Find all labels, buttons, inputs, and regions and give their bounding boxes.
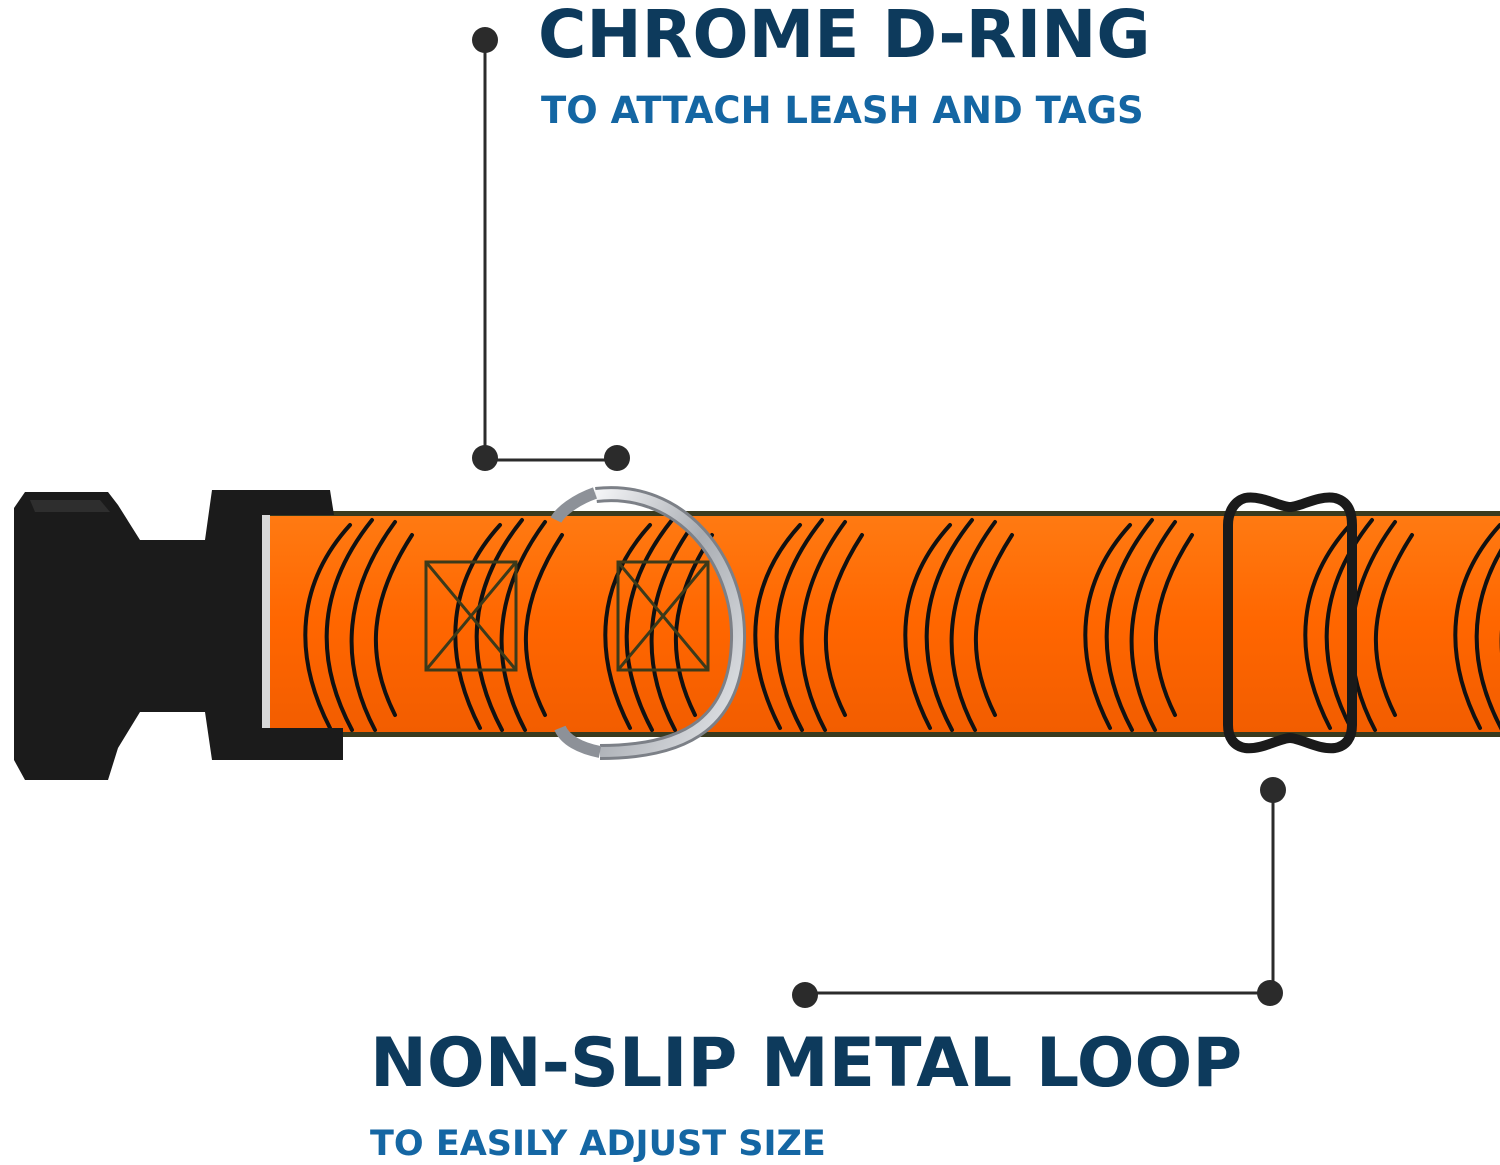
- d-ring-icon: [550, 486, 747, 760]
- collar-strap: [262, 511, 1500, 737]
- slider-loop-icon: [1223, 492, 1357, 754]
- box-x-stitching: [424, 560, 710, 672]
- callout-leader-top: [472, 27, 630, 471]
- callout-leader-bottom: [792, 777, 1286, 1008]
- callout-subtitle-d-ring: TO ATTACH LEASH AND TAGS: [541, 89, 1144, 132]
- callout-title-d-ring: CHROME D-RING: [538, 0, 1151, 73]
- callout-subtitle-metal-loop: TO EASILY ADJUST SIZE: [370, 1124, 826, 1164]
- callout-title-metal-loop: NON-SLIP METAL LOOP: [370, 1024, 1243, 1103]
- buckle-icon: [14, 490, 343, 780]
- stripe-pattern: [303, 518, 1500, 732]
